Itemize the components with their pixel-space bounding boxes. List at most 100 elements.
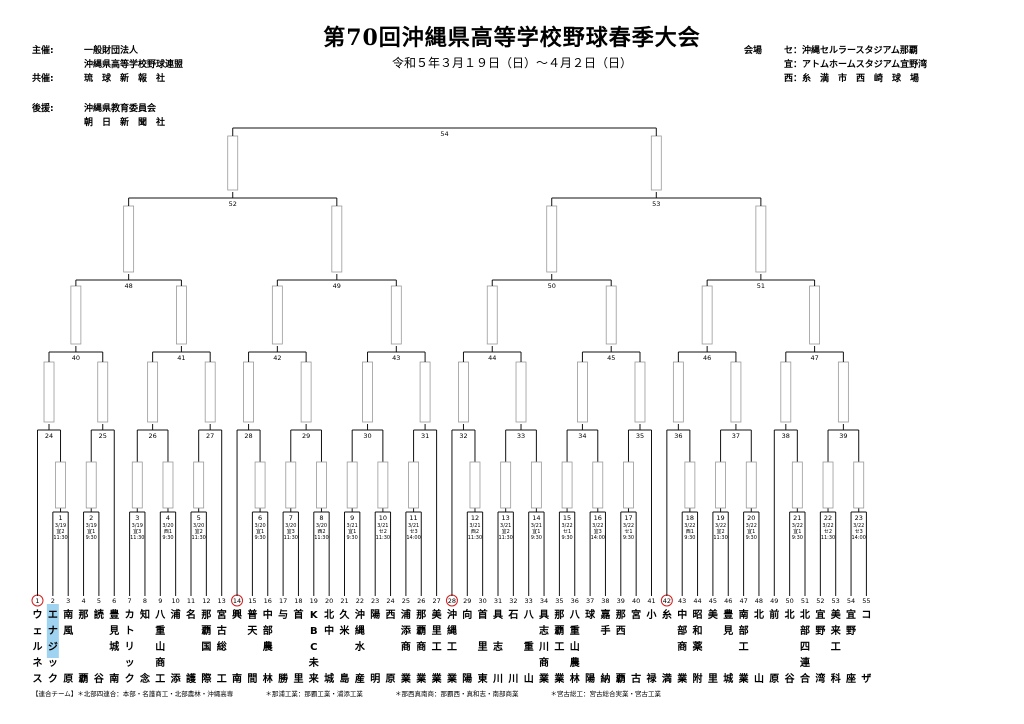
score-box: [458, 361, 469, 423]
score-box: [791, 461, 803, 509]
match-venue: 宜3: [594, 528, 602, 535]
team-name-char: 宮: [631, 608, 641, 621]
team-name-char: 城: [109, 640, 119, 653]
team-name-char: 首: [293, 608, 303, 621]
match-time: 9:30: [746, 535, 757, 541]
match-time: 11:30: [53, 535, 67, 541]
team-name-char: 志: [539, 624, 549, 637]
page-title: 第70回沖縄県高等学校野球春季大会: [323, 25, 701, 51]
team-name-char: 西: [616, 625, 626, 637]
team-name-char: 商: [155, 656, 165, 669]
team-name-char: 手: [600, 624, 610, 637]
match-venue: 宜1: [348, 528, 356, 535]
team-number: 16: [264, 597, 272, 605]
team-name-char: 重: [155, 624, 165, 637]
team-name-char: 興: [232, 608, 242, 621]
score-box: [390, 285, 402, 345]
team-name-char: 工: [432, 642, 442, 653]
team-name-char: 和: [692, 624, 703, 637]
team-name-char: 業: [538, 672, 550, 685]
match-time: 9:30: [531, 535, 542, 541]
team-name-char: 谷: [785, 672, 796, 685]
score-box: [822, 461, 834, 509]
score-box: [176, 285, 187, 345]
team-number: 37: [586, 597, 594, 605]
team-name-char: 里: [708, 673, 718, 685]
match-venue: 宜2: [56, 528, 64, 535]
score-box: [43, 361, 55, 423]
match-venue: セ1: [563, 529, 571, 535]
match-date: 3/19: [55, 523, 66, 529]
match-date: 3/20: [193, 523, 204, 529]
score-box: [285, 461, 297, 509]
match-time: 9:30: [623, 535, 634, 541]
team-name-char: 禄: [646, 672, 658, 685]
team-name-char: 業: [446, 672, 458, 685]
score-box: [634, 361, 646, 423]
team-name-char: 部: [800, 624, 810, 637]
team-name-char: 業: [676, 672, 688, 685]
team-name-char: 中: [263, 608, 273, 621]
team-name-char: 工: [554, 642, 564, 653]
team-name-char: 糸: [662, 608, 672, 621]
score-box: [193, 461, 205, 509]
match-venue: 宜2: [502, 528, 510, 535]
team-name-char: 商: [539, 656, 549, 669]
team-name-char: 薬: [692, 640, 704, 653]
team-name-char: 山: [570, 640, 580, 653]
match-time: 9:30: [347, 535, 358, 541]
match-number: 27: [206, 432, 214, 440]
match-venue: 宜3: [287, 528, 295, 535]
team-name-char: ネ: [33, 657, 43, 669]
match-time: 11:30: [376, 535, 390, 541]
match-time: 11:30: [498, 535, 512, 541]
match-number: 23: [855, 514, 863, 522]
team-name-char: 那: [201, 609, 211, 621]
team-number: 5: [97, 597, 101, 605]
team-name-char: 嘉: [599, 608, 610, 621]
team-number: 11: [187, 597, 195, 605]
team-name-char: 見: [722, 625, 733, 637]
team-name-char: 業: [415, 672, 427, 685]
team-name-char: 商: [677, 640, 687, 653]
team-name-char: 宮: [217, 608, 227, 621]
team-name-char: 工: [217, 674, 227, 685]
team-name-char: 座: [845, 672, 856, 685]
match-number: 35: [636, 432, 644, 440]
match-venue: 西1: [686, 529, 694, 535]
team-number: 34: [540, 597, 548, 605]
team-name-char: 業: [553, 672, 565, 685]
team-name-char: K: [310, 610, 319, 621]
team-number: 50: [786, 597, 794, 605]
match-number: 16: [594, 514, 602, 522]
match-number: 30: [363, 432, 371, 440]
score-box: [316, 461, 327, 509]
team-name-char: 覇: [554, 625, 564, 637]
match-date: 3/21: [500, 523, 511, 529]
score-box: [97, 361, 109, 423]
team-number: 38: [601, 597, 609, 605]
match-number: 40: [72, 354, 80, 362]
team-number: 32: [509, 597, 517, 605]
team-number: 7: [128, 597, 132, 605]
score-box: [70, 285, 82, 345]
team-name-char: ナ: [48, 625, 58, 637]
team-number: 20: [325, 597, 333, 605]
match-venue: 宜1: [793, 528, 801, 535]
team-number: 55: [862, 597, 870, 605]
match-number: 8: [319, 514, 323, 522]
team-name-char: 連: [800, 656, 811, 669]
score-box: [853, 461, 865, 509]
team-number: 1: [35, 597, 39, 605]
team-number: 22: [356, 597, 364, 605]
team-name-char: 明: [370, 673, 380, 685]
team-name-char: 里: [293, 673, 303, 685]
team-name-char: ウ: [33, 609, 43, 621]
team-name-char: 天: [247, 625, 258, 637]
team-name-char: C: [310, 642, 317, 653]
team-name-char: ル: [33, 642, 43, 653]
team-name-char: 城: [324, 672, 334, 685]
team-number: 53: [832, 597, 840, 605]
team-number: 51: [801, 597, 809, 605]
